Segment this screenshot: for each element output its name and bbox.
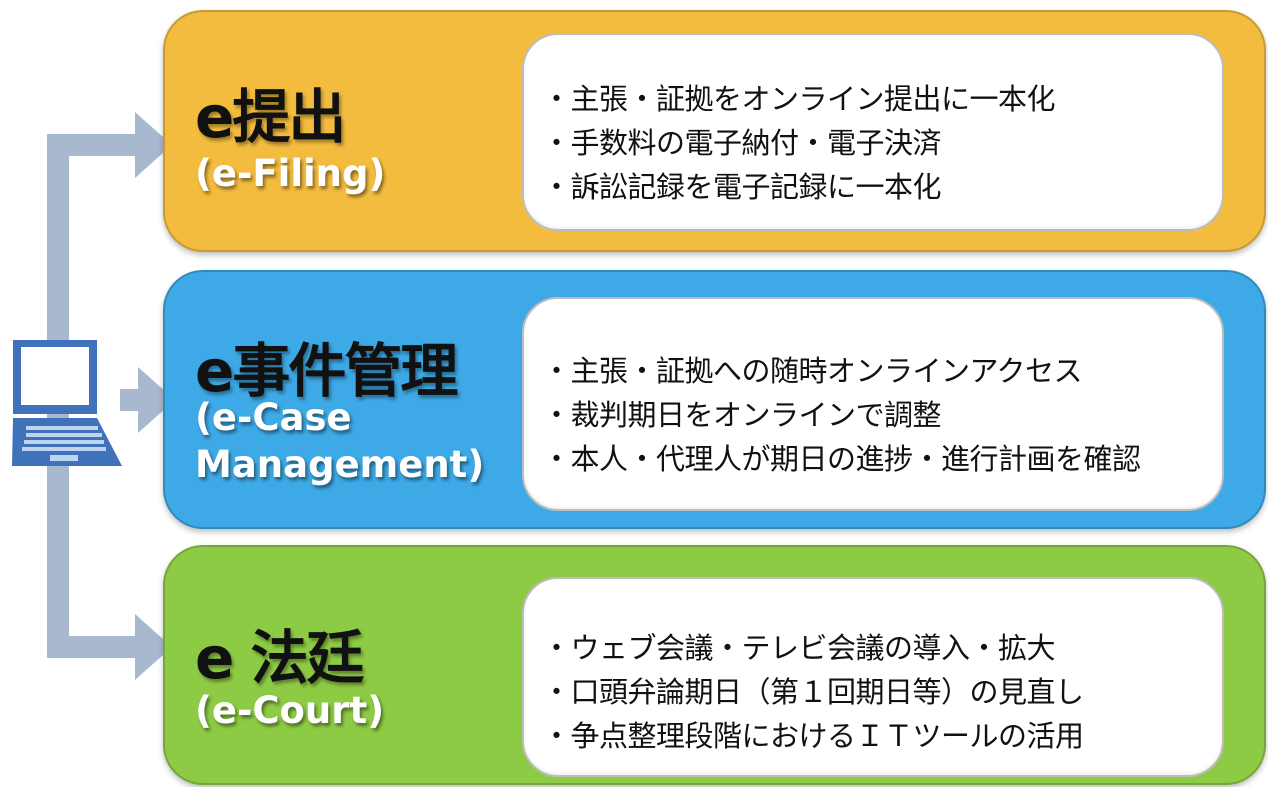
list-item: ・本人・代理人が期日の進捗・進行計画を確認 [542,442,1141,476]
list-item: ・訴訟記録を電子記録に一本化 [542,170,942,204]
list-item: ・手数料の電子納付・電子決済 [542,126,942,160]
arrow-shaft-case [120,389,140,411]
arrow-shaft-filing [47,134,137,156]
section-subtitle: (e-Filing) [195,152,386,195]
arrow-head-case [138,367,175,433]
section-e-case-management: e事件管理 (e-Case Management) ・主張・証拠への随時オンライ… [163,270,1266,529]
bullet-list: ・主張・証拠への随時オンラインアクセス ・裁判期日をオンラインで調整 ・本人・代… [542,349,1214,481]
section-title: e提出 [195,83,346,151]
list-item: ・口頭弁論期日（第１回期日等）の見直し [542,675,1084,709]
arrow-head-filing [135,112,172,178]
section-e-court: e 法廷 (e-Court) ・ウェブ会議・テレビ会議の導入・拡大 ・口頭弁論期… [163,545,1266,785]
bullet-card: ・主張・証拠をオンライン提出に一本化 ・手数料の電子納付・電子決済 ・訴訟記録を… [522,33,1224,231]
list-item: ・争点整理段階におけるＩＴツールの活用 [542,719,1084,753]
list-item: ・裁判期日をオンラインで調整 [542,398,942,432]
arrow-head-court [135,614,172,680]
section-subtitle: (e-Court) [195,689,385,732]
bullet-card: ・ウェブ会議・テレビ会議の導入・拡大 ・口頭弁論期日（第１回期日等）の見直し ・… [522,577,1224,777]
bullet-list: ・主張・証拠をオンライン提出に一本化 ・手数料の電子納付・電子決済 ・訴訟記録を… [542,77,1214,209]
bullet-list: ・ウェブ会議・テレビ会議の導入・拡大 ・口頭弁論期日（第１回期日等）の見直し ・… [542,626,1214,758]
arrow-shaft-court [47,636,137,658]
laptop-icon [12,340,122,466]
list-item: ・主張・証拠への随時オンラインアクセス [542,354,1083,388]
list-item: ・ウェブ会議・テレビ会議の導入・拡大 [542,631,1056,665]
list-item: ・主張・証拠をオンライン提出に一本化 [542,82,1056,116]
section-e-filing: e提出 (e-Filing) ・主張・証拠をオンライン提出に一本化 ・手数料の電… [163,10,1266,252]
section-title: e 法廷 [195,624,365,692]
section-subtitle: (e-Case Management) [195,396,485,486]
section-title: e事件管理 [195,337,458,405]
bullet-card: ・主張・証拠への随時オンラインアクセス ・裁判期日をオンラインで調整 ・本人・代… [522,297,1224,511]
